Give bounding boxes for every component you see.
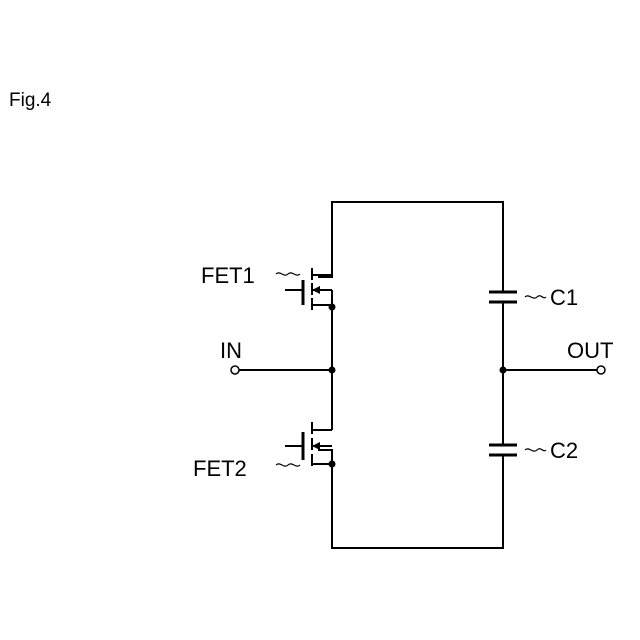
c1-symbol xyxy=(489,292,517,302)
fet2-label: FET2 xyxy=(193,456,247,481)
fet2-arrow-icon xyxy=(312,442,320,450)
fet2-leader xyxy=(276,464,300,466)
junction-fet1-source xyxy=(329,304,336,311)
fet2-symbol xyxy=(285,422,332,466)
c2-leader xyxy=(525,449,546,451)
in-label: IN xyxy=(220,338,242,363)
c1-label: C1 xyxy=(550,285,578,310)
out-terminal xyxy=(597,366,605,374)
fet1-label: FET1 xyxy=(201,263,255,288)
fet1-symbol xyxy=(285,268,332,310)
bottom-wire xyxy=(318,450,503,548)
top-wire xyxy=(318,202,503,292)
junction-in xyxy=(329,367,336,374)
in-terminal xyxy=(231,366,239,374)
junction-fet2-source xyxy=(329,461,336,468)
loop-wiring xyxy=(318,202,503,548)
out-label: OUT xyxy=(567,338,613,363)
c1-leader xyxy=(525,296,546,298)
fet1-leader xyxy=(276,273,300,275)
junction-out xyxy=(500,367,507,374)
c2-symbol xyxy=(489,445,517,455)
c2-label: C2 xyxy=(550,438,578,463)
fet1-arrow-icon xyxy=(312,286,320,294)
